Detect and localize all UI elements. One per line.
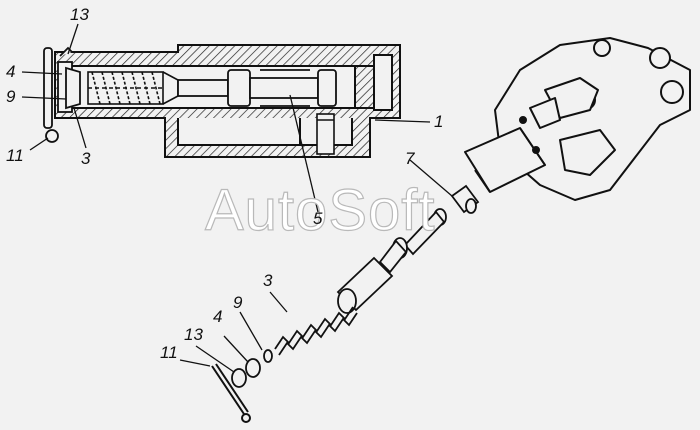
- callout-1: 1: [434, 112, 444, 131]
- spool-valve-part-5: [336, 208, 447, 314]
- callout-4-bottom: 4: [213, 307, 223, 326]
- callout-7: 7: [405, 149, 415, 168]
- callout-4-top: 4: [6, 62, 16, 81]
- pin-part-11: [211, 363, 251, 423]
- callout-11-bottom: 11: [160, 343, 178, 362]
- body-plug: [316, 113, 335, 155]
- ring-part-9: [263, 349, 273, 363]
- callout-3-bottom: 3: [263, 271, 273, 290]
- leader-lines: [21, 23, 453, 373]
- callout-11-left: 11: [6, 146, 24, 165]
- spool-in-body: [177, 69, 337, 107]
- washer-part-4: [245, 358, 261, 378]
- callout-3-left: 3: [81, 149, 91, 168]
- plug-part-13: [231, 368, 247, 388]
- pump-housing: [464, 37, 691, 201]
- end-cap-assembly: [43, 46, 81, 143]
- spring-part-3: [274, 306, 358, 356]
- callout-9-top: 9: [6, 87, 16, 106]
- sleeve-part-7: [450, 184, 480, 214]
- autosoft-watermark: AutoSoft: [204, 178, 436, 243]
- callout-13-top: 13: [70, 5, 89, 24]
- callout-5: 5: [313, 209, 323, 228]
- callout-9-bottom: 9: [233, 293, 243, 312]
- callout-13-bottom: 13: [184, 325, 203, 344]
